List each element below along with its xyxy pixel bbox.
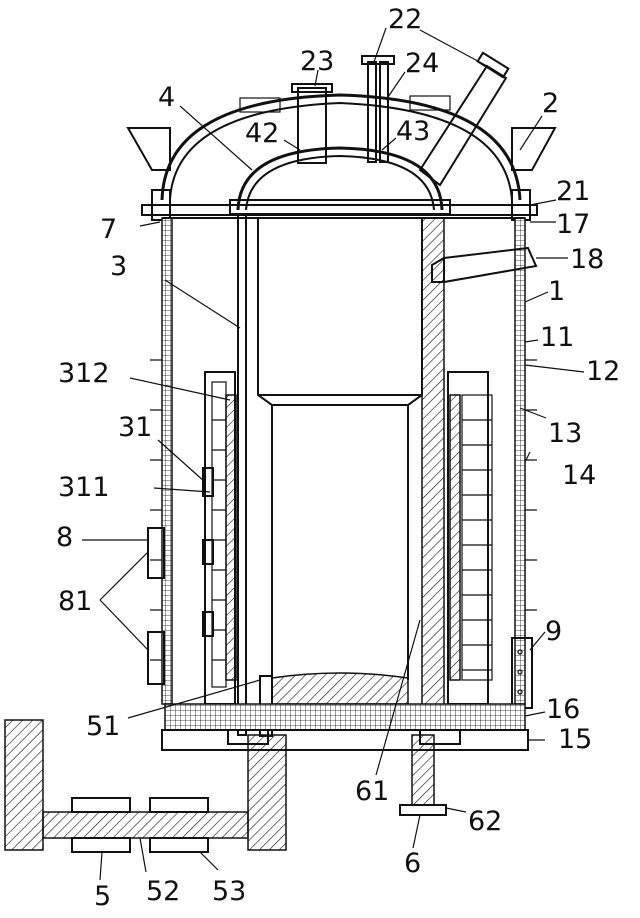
label-51: 51: [86, 711, 120, 742]
bottom-outlet-pipe: [4, 719, 287, 853]
label-6: 6: [404, 848, 421, 879]
heater-left: [202, 371, 237, 705]
heater-right: [447, 371, 493, 705]
label-12: 12: [586, 356, 620, 387]
label-21: 21: [556, 176, 590, 207]
label-311: 311: [58, 472, 110, 503]
label-16: 16: [546, 694, 580, 725]
label-3: 3: [110, 251, 127, 282]
label-312: 312: [58, 358, 110, 389]
label-43: 43: [396, 116, 430, 147]
shell-tick-marks: [150, 359, 537, 661]
label-24: 24: [405, 48, 439, 79]
retort-tube: [237, 214, 445, 737]
leader-lines: [82, 27, 585, 881]
left-nozzles: [147, 527, 165, 685]
label-17: 17: [556, 209, 590, 240]
label-18: 18: [570, 244, 604, 275]
base-insulation: [161, 703, 529, 751]
label-81: 81: [58, 586, 92, 617]
label-9: 9: [545, 616, 562, 647]
label-4: 4: [158, 82, 175, 113]
label-5: 5: [94, 881, 111, 912]
label-23: 23: [300, 46, 334, 77]
top-flange-plates: [126, 95, 557, 171]
label-7: 7: [100, 214, 117, 245]
top-nozzles: [291, 51, 510, 187]
label-22: 22: [388, 4, 422, 35]
part-labels: 22 23 24 4 2 42 43 21 7 17 18 3 1 11 12 …: [56, 4, 620, 912]
drain-pipe: [399, 734, 447, 816]
label-2: 2: [542, 88, 559, 119]
label-62: 62: [468, 806, 502, 837]
label-31: 31: [118, 412, 152, 443]
label-15: 15: [558, 724, 592, 755]
label-1: 1: [548, 276, 565, 307]
label-61: 61: [355, 776, 389, 807]
main-flange-ring: [141, 189, 538, 221]
label-13: 13: [548, 418, 582, 449]
side-spout: [431, 246, 538, 284]
label-11: 11: [540, 322, 574, 353]
outer-dome-cover: [160, 93, 522, 201]
label-14: 14: [562, 460, 596, 491]
label-52: 52: [146, 876, 180, 907]
label-8: 8: [56, 522, 73, 553]
outer-shell: [161, 217, 526, 705]
label-53: 53: [212, 876, 246, 907]
label-42: 42: [245, 118, 279, 149]
